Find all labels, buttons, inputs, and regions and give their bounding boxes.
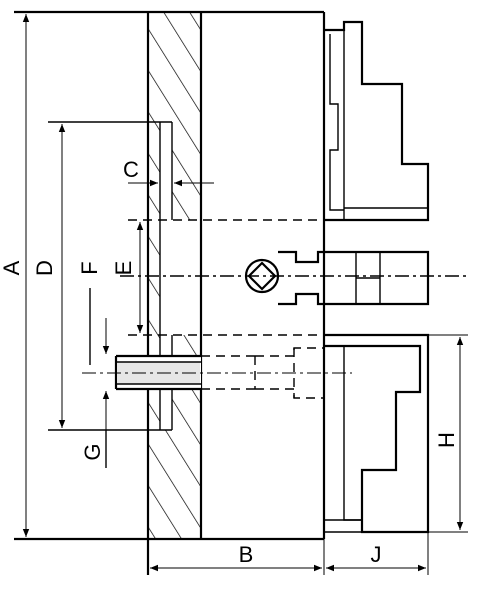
label-c: C [123, 157, 139, 182]
label-d: D [32, 260, 57, 276]
center-lines [82, 275, 470, 374]
label-b: B [239, 542, 254, 567]
label-h: H [434, 432, 459, 448]
bottom-jaw [324, 333, 430, 534]
side-jaw [244, 250, 430, 306]
label-f: F [77, 261, 102, 274]
label-g: G [80, 443, 105, 460]
label-a: A [0, 260, 24, 275]
dimension-f [89, 288, 110, 430]
label-e: E [111, 261, 136, 276]
dimension-j [323, 532, 429, 575]
hidden-lines [128, 219, 330, 399]
label-j: J [371, 542, 382, 567]
top-jaw [324, 20, 430, 222]
dimension-h [428, 334, 468, 533]
